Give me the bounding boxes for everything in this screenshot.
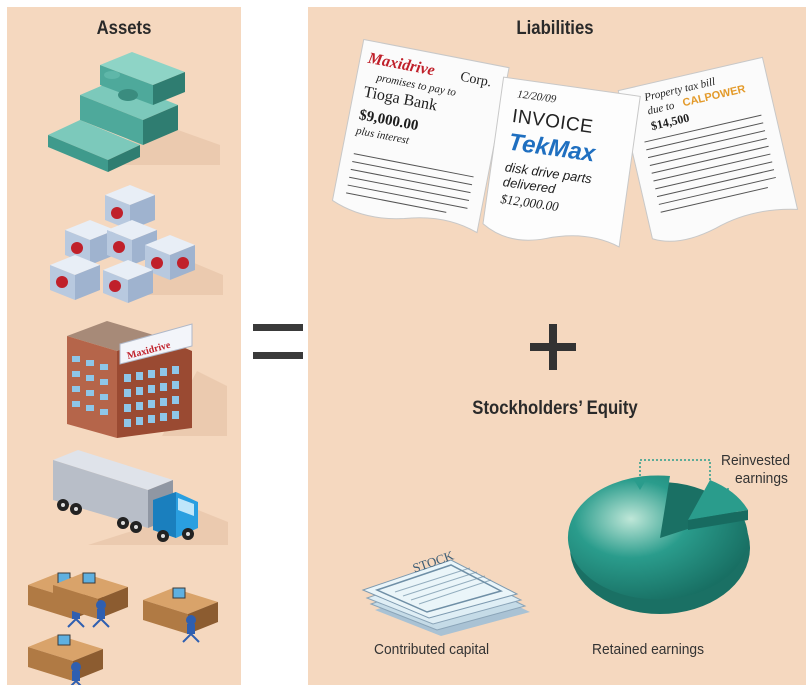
retained-earnings-pie-icon (567, 459, 750, 614)
stock-certificates-icon: STOCK (355, 528, 535, 638)
office-cubicles-icon (28, 572, 219, 685)
equals-sign (253, 324, 303, 362)
cash-stacks-icon (48, 52, 220, 172)
contributed-capital-label: Contributed capital (374, 641, 490, 658)
property-tax-bill-document: Property tax bill due to CALPOWER $14,50… (611, 52, 804, 249)
inventory-boxes-icon (50, 185, 223, 303)
plus-sign (530, 324, 576, 370)
liabilities-heading: Liabilities (516, 18, 594, 39)
stockholders-equity-heading: Stockholders’ Equity (472, 398, 638, 419)
reinvested-earnings-label-2: earnings (735, 470, 788, 487)
reinvested-earnings-label-1: Reinvested (721, 452, 791, 469)
assets-heading: Assets (96, 18, 152, 39)
invoice-document: 12/20/09 INVOICE TekMax disk drive parts… (475, 72, 647, 256)
retained-earnings-label: Retained earnings (592, 641, 705, 658)
office-building-icon: Maxidrive (67, 321, 227, 438)
note-payable-document: Maxidrive Corp. promises to pay to Tioga… (324, 34, 515, 241)
delivery-truck-icon (53, 450, 228, 545)
